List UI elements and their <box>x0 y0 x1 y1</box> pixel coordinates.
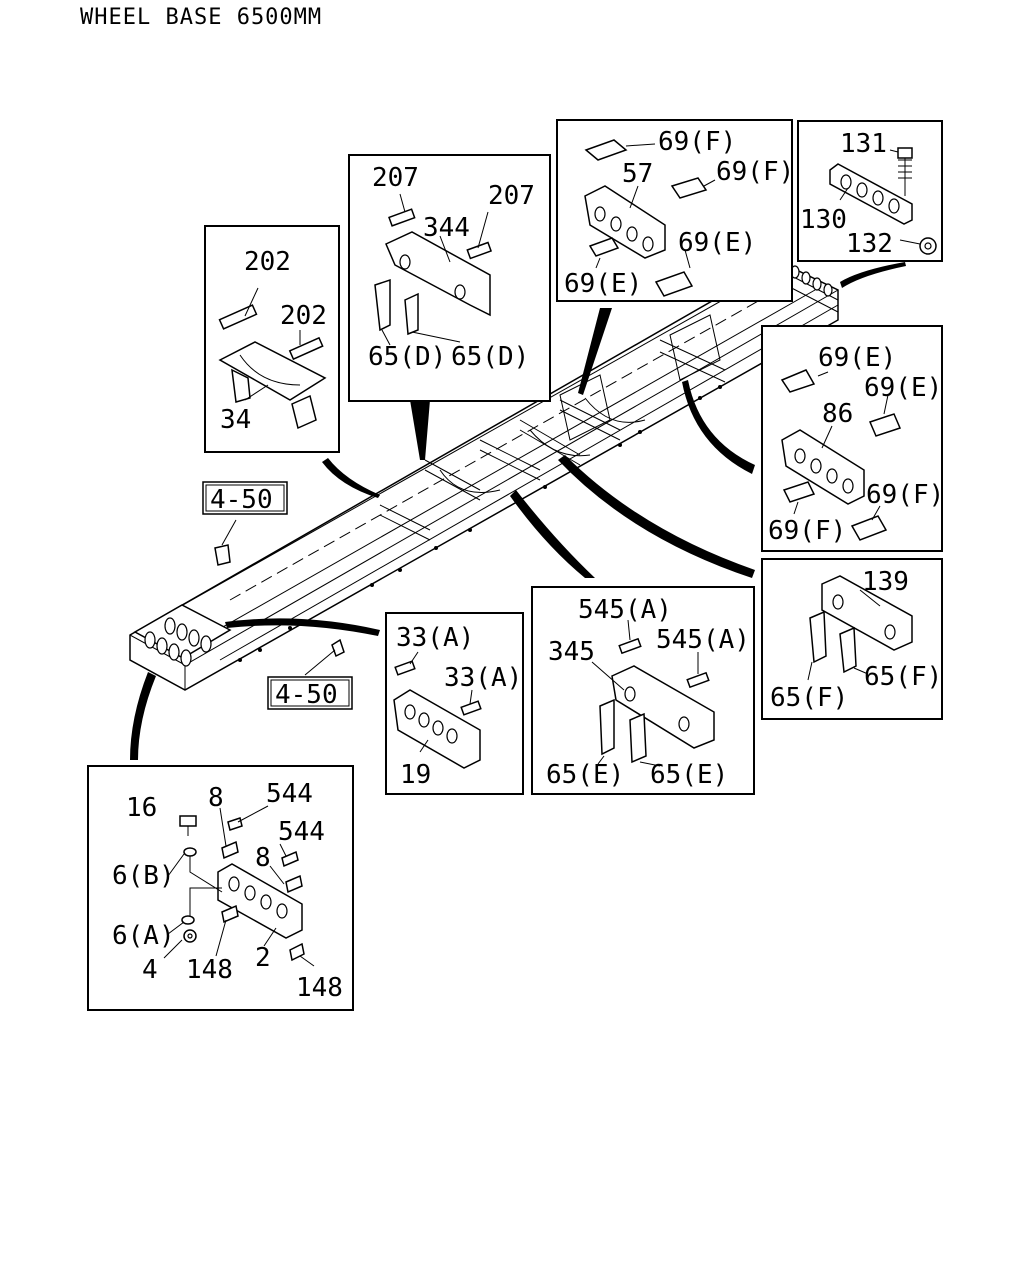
label-139: 139 <box>862 567 909 597</box>
ref-label-bottom: 4-50 <box>275 680 338 710</box>
plate-148-right <box>289 942 305 962</box>
plate-33a-left <box>394 660 416 676</box>
callout-box-2: 16 8 544 544 8 6(B) 6(A) 4 148 2 148 <box>87 765 354 1011</box>
bolt-131 <box>897 147 913 159</box>
plate-69e-right <box>654 271 694 297</box>
label-65e-a: 65(E) <box>546 760 624 790</box>
plate-545a-right <box>686 671 710 689</box>
label-544-a: 544 <box>266 779 313 809</box>
plate-202-right <box>288 336 324 361</box>
label-65f-b: 65(F) <box>770 683 848 713</box>
label-207-b: 207 <box>488 181 535 211</box>
label-202-b: 202 <box>280 301 327 331</box>
label-148-a: 148 <box>186 955 233 985</box>
plate-545a-left <box>618 637 642 655</box>
plate-148-left <box>221 904 239 924</box>
label-345: 345 <box>548 637 595 667</box>
label-69f-c: 69(F) <box>866 480 944 510</box>
bracket-65d-left <box>374 278 391 332</box>
label-33a-b: 33(A) <box>444 663 522 693</box>
label-86: 86 <box>822 399 853 429</box>
ref-box-bottom[interactable]: 4-50 <box>267 676 353 710</box>
front-crossmember-holes <box>144 617 212 667</box>
bracket-bottom <box>331 638 345 658</box>
ref-box-left[interactable]: 4-50 <box>202 481 288 515</box>
label-69e-b: 69(E) <box>564 269 642 299</box>
label-131: 131 <box>840 129 887 159</box>
label-65d-a: 65(D) <box>368 342 446 372</box>
bracket-65e-left <box>599 698 615 756</box>
callout-box-130: 131 130 132 <box>797 120 943 262</box>
plate-69e-top <box>780 369 816 393</box>
plate-33a-right <box>460 700 482 716</box>
bracket-65f-left <box>809 610 827 664</box>
label-132: 132 <box>846 229 893 259</box>
label-344: 344 <box>423 213 470 243</box>
label-6a: 6(A) <box>112 921 175 951</box>
washer-6b <box>183 847 197 857</box>
callout-box-86: 69(E) 69(E) 86 69(F) 69(F) <box>761 325 944 552</box>
label-6b: 6(B) <box>112 861 175 891</box>
callout-box-34: 202 202 34 <box>204 225 340 453</box>
ref-label-left: 4-50 <box>210 485 273 515</box>
plate-69e-side <box>868 413 902 437</box>
plate-69f-left <box>782 481 816 503</box>
crossmember-34 <box>218 341 327 401</box>
label-8-b: 8 <box>255 843 271 873</box>
label-69e-a: 69(E) <box>678 228 756 258</box>
label-65f-a: 65(F) <box>864 662 942 692</box>
label-69f-d: 69(F) <box>768 516 846 546</box>
chassis-frame <box>129 261 839 691</box>
label-65d-b: 65(D) <box>451 342 529 372</box>
callout-box-57: 69(F) 57 69(F) 69(E) 69(E) <box>556 119 794 302</box>
bracket-65f-right <box>839 626 857 674</box>
plate-69f-right <box>670 177 708 199</box>
label-69e-d: 69(E) <box>864 373 942 403</box>
label-34: 34 <box>220 405 251 435</box>
plate-69f-top <box>584 139 628 161</box>
label-202-a: 202 <box>244 247 291 277</box>
diagram-title: WHEEL BASE 6500MM <box>80 5 322 30</box>
label-69e-c: 69(E) <box>818 343 896 373</box>
label-545a-a: 545(A) <box>578 595 672 625</box>
plate-207-left <box>388 208 416 227</box>
plate-544-top <box>227 817 243 831</box>
plate-544-right <box>281 850 299 868</box>
plate-69f-right <box>850 515 888 541</box>
label-33a-a: 33(A) <box>396 623 474 653</box>
washer-6a <box>181 915 195 925</box>
label-4: 4 <box>142 955 158 985</box>
plate-69e-left <box>588 237 620 257</box>
label-19: 19 <box>400 760 431 790</box>
label-544-b: 544 <box>278 817 325 847</box>
callout-box-345: 545(A) 545(A) 345 65(E) 65(E) <box>531 586 755 795</box>
label-69f-b: 69(F) <box>716 157 794 187</box>
label-148-b: 148 <box>296 973 343 1003</box>
callout-box-344: 207 207 344 65(D) 65(D) <box>348 154 551 402</box>
rear-crossmember-holes <box>790 265 833 297</box>
label-69f-a: 69(F) <box>658 127 736 157</box>
label-545a-b: 545(A) <box>656 625 750 655</box>
bolt-16 <box>179 815 197 827</box>
label-65e-b: 65(E) <box>650 760 728 790</box>
label-207-a: 207 <box>372 163 419 193</box>
label-130: 130 <box>800 205 847 235</box>
plate-207-right <box>466 241 493 260</box>
label-8-a: 8 <box>208 783 224 813</box>
label-57: 57 <box>622 159 653 189</box>
bracket-65e-right <box>629 712 647 764</box>
plate-8-right <box>285 874 303 894</box>
label-16: 16 <box>126 793 157 823</box>
bracket-65d-right <box>404 292 419 336</box>
callout-box-139: 139 65(F) 65(F) <box>761 558 943 720</box>
callout-box-19: 33(A) 33(A) 19 <box>385 612 524 795</box>
leader-swooshes <box>130 262 906 760</box>
label-2: 2 <box>255 943 271 973</box>
bracket-left <box>214 544 231 566</box>
plate-8-top <box>221 840 239 860</box>
